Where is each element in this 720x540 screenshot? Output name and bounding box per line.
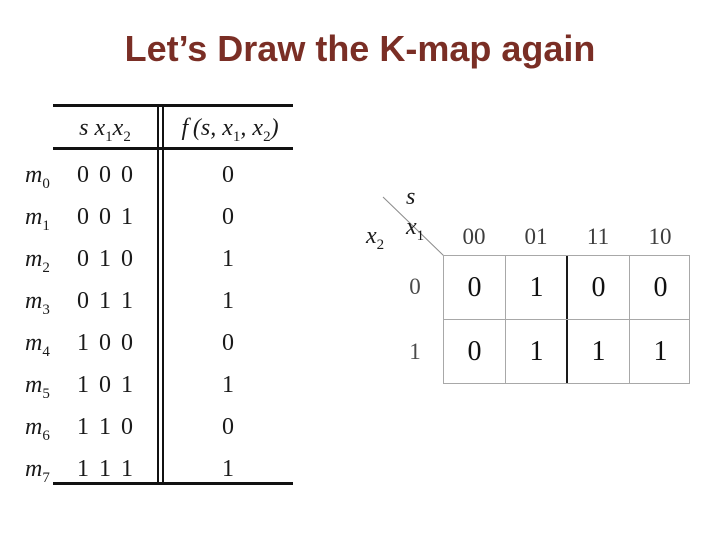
table-row: m5 1 0 1 1 bbox=[0, 371, 300, 402]
output-value: 1 bbox=[222, 288, 234, 314]
output-value: 0 bbox=[222, 330, 234, 356]
input-bits: 1 0 1 bbox=[77, 372, 135, 398]
minterm-label: m1 bbox=[25, 204, 50, 234]
table-row: m2 0 1 0 1 bbox=[0, 245, 300, 276]
output-value: 0 bbox=[222, 414, 234, 440]
kmap-cell: 0 bbox=[467, 336, 482, 367]
kmap-col-header: 11 bbox=[586, 224, 610, 249]
kmap-row-var-label: x2 bbox=[366, 223, 385, 253]
input-bits: 0 0 1 bbox=[77, 204, 135, 230]
kmap-col-header: 10 bbox=[648, 224, 672, 249]
kmap-cell: 1 bbox=[529, 336, 544, 367]
input-bits: 1 1 1 bbox=[77, 456, 135, 482]
output-value: 1 bbox=[222, 246, 234, 272]
minterm-label: m2 bbox=[25, 246, 50, 276]
page-title: Let’s Draw the K-map again bbox=[124, 28, 596, 69]
input-bits: 0 1 0 bbox=[77, 246, 135, 272]
minterm-label: m6 bbox=[25, 414, 50, 444]
input-bits: 1 1 0 bbox=[77, 414, 135, 440]
kmap-cell: 0 bbox=[591, 272, 606, 303]
minterm-label: m5 bbox=[25, 372, 50, 402]
table-bottom-rule bbox=[53, 482, 293, 485]
minterm-label: m0 bbox=[25, 162, 50, 192]
output-value: 1 bbox=[222, 372, 234, 398]
kmap-cell: 0 bbox=[467, 272, 482, 303]
kmap-col-header: 01 bbox=[524, 224, 548, 249]
kmap-col-header: 00 bbox=[462, 224, 486, 249]
input-bits: 1 0 0 bbox=[77, 330, 135, 356]
table-header-rule bbox=[53, 147, 293, 150]
kmap-row-header: 1 bbox=[409, 339, 421, 364]
kmap-cell: 1 bbox=[591, 336, 606, 367]
table-top-rule bbox=[53, 104, 293, 107]
output-value: 0 bbox=[222, 204, 234, 230]
table-row: m6 1 1 0 0 bbox=[0, 413, 300, 444]
table-row: m7 1 1 1 1 bbox=[0, 455, 300, 486]
output-value: 1 bbox=[222, 456, 234, 482]
table-row: m3 0 1 1 1 bbox=[0, 287, 300, 318]
kmap-diagonal-line bbox=[382, 196, 445, 257]
minterm-label: m4 bbox=[25, 330, 50, 360]
table-row: m0 0 0 0 0 bbox=[0, 161, 300, 192]
output-value: 0 bbox=[222, 162, 234, 188]
kmap-col-var-label: s x1 bbox=[406, 184, 425, 244]
minterm-label: m7 bbox=[25, 456, 50, 486]
input-bits: 0 1 1 bbox=[77, 288, 135, 314]
input-bits: 0 0 0 bbox=[77, 162, 135, 188]
table-row: m4 1 0 0 0 bbox=[0, 329, 300, 360]
kmap-cell: 0 bbox=[653, 272, 668, 303]
truth-table-output-header: f (s, x1, x2) bbox=[181, 115, 279, 145]
kmap-cell: 1 bbox=[529, 272, 544, 303]
kmap-grid: 0 1 0 0 0 1 1 1 bbox=[443, 255, 690, 384]
table-double-vertical-rule bbox=[157, 104, 164, 485]
minterm-label: m3 bbox=[25, 288, 50, 318]
kmap-cell: 1 bbox=[653, 336, 668, 367]
table-row: m1 0 0 1 0 bbox=[0, 203, 300, 234]
kmap-gridline bbox=[444, 319, 689, 320]
kmap-row-header: 0 bbox=[409, 274, 421, 299]
truth-table-inputs-header: s x1x2 bbox=[79, 115, 131, 145]
